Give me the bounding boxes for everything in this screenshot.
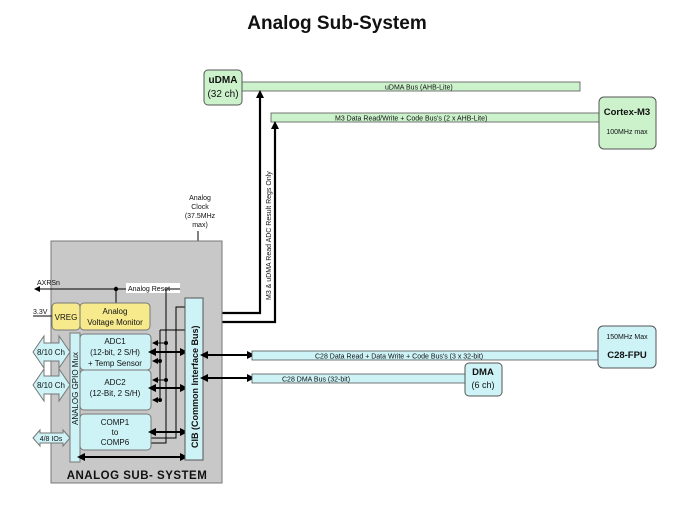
dma-block bbox=[464, 362, 503, 397]
c28-fpu-block bbox=[597, 325, 657, 369]
axrsn-label: AXRSn bbox=[37, 280, 60, 287]
junction-dot bbox=[164, 341, 168, 345]
clock-line-2: Clock bbox=[191, 204, 209, 211]
avm-line-1: Analog bbox=[103, 307, 128, 316]
comp-line-2: to bbox=[112, 428, 119, 437]
channel-arrow-1 bbox=[32, 334, 71, 370]
v33-label: 3.3V bbox=[33, 309, 48, 316]
m3-bus-label: M3 Data Read/Write + Code Bus's (2 x AHB… bbox=[335, 116, 487, 123]
junction-dot bbox=[158, 359, 162, 363]
dma-channels: (6 ch) bbox=[471, 380, 494, 390]
cib-to-m3-line bbox=[203, 121, 279, 324]
vertical-label: M3 & uDMA Read ADC Result Regs Only bbox=[266, 171, 273, 300]
ch2-label: 8/10 Ch bbox=[37, 381, 65, 390]
ios-label: 4/8 IOs bbox=[40, 436, 63, 443]
mux-label: ANALOG GPIO Mux bbox=[71, 352, 80, 425]
vreg-label: VREG bbox=[55, 313, 78, 322]
c28-bus-label: C28 Data Read + Data Write + Code Bus's … bbox=[315, 354, 483, 361]
c28-dma-bus-label: C28 DMA Bus (32-bit) bbox=[282, 377, 350, 384]
comp-line-3: COMP6 bbox=[101, 438, 130, 447]
clock-line-1: Analog bbox=[189, 195, 211, 202]
cortex-m3-block bbox=[598, 96, 657, 150]
internal-bus-arrows bbox=[77, 329, 188, 461]
comp-line-1: COMP1 bbox=[101, 418, 130, 427]
junction-dot bbox=[158, 398, 162, 402]
udma-name: uDMA bbox=[209, 75, 238, 86]
cortex-m3-name: Cortex-M3 bbox=[604, 107, 650, 118]
dma-name: DMA bbox=[472, 367, 494, 378]
ch1-label: 8/10 Ch bbox=[37, 348, 65, 357]
udma-channels: (32 ch) bbox=[207, 89, 238, 100]
cib-label: CIB (Common Interface Bus) bbox=[190, 325, 200, 448]
adc2-line-2: (12-Bit, 2 S/H) bbox=[90, 389, 141, 398]
adc1-line-2: (12-bit, 2 S/H) bbox=[90, 348, 140, 357]
clock-line-3: (37.5MHz bbox=[185, 213, 216, 220]
adc2-line-1: ADC2 bbox=[104, 378, 126, 387]
avm-line-2: Voltage Monitor bbox=[87, 318, 143, 327]
cib-clock-line bbox=[151, 306, 185, 439]
udma-block bbox=[203, 69, 243, 106]
io-arrow bbox=[32, 428, 71, 448]
c28-freq: 150MHz Max bbox=[606, 334, 648, 341]
reset-label-bg bbox=[126, 283, 180, 293]
analog-reset-label: Analog Reset bbox=[128, 286, 170, 293]
adc1-line-1: ADC1 bbox=[104, 337, 126, 346]
junction-dot bbox=[164, 378, 168, 382]
cortex-m3-freq: 100MHz max bbox=[606, 129, 648, 136]
analog-subsystem-footer: ANALOG SUB- SYSTEM bbox=[67, 470, 208, 482]
page-title: Analog Sub-System bbox=[247, 13, 426, 34]
udma-bus-label: uDMA Bus (AHB-Lite) bbox=[385, 85, 453, 92]
clock-line-4: max) bbox=[192, 222, 208, 229]
reset-distribution-line bbox=[151, 288, 180, 444]
avm-block bbox=[79, 302, 151, 331]
c28-fpu-name: C28-FPU bbox=[607, 350, 647, 361]
channel-arrow-2 bbox=[32, 367, 71, 403]
adc1-line-3: + Temp Sensor bbox=[88, 359, 142, 368]
